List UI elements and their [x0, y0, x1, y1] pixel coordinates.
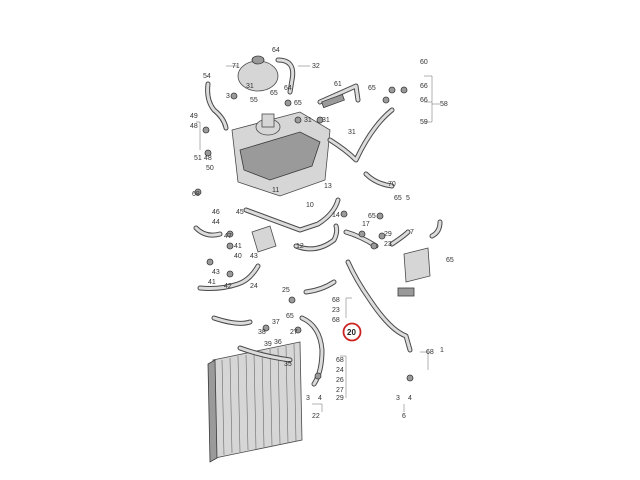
callout: 61: [334, 81, 342, 88]
callout: 24: [336, 367, 344, 374]
callout: 3: [226, 93, 230, 100]
callout: 70: [388, 181, 396, 188]
callout-labels: 71 64 32 54 31 3 65 55 64 65 31 31 49 48…: [190, 47, 454, 420]
callout: 6: [402, 413, 406, 420]
callout: 40: [234, 253, 242, 260]
callout: 14: [332, 212, 340, 219]
callout: 65: [446, 257, 454, 264]
callout: 36: [274, 339, 282, 346]
callout: 3: [396, 395, 400, 402]
callout: 49: [190, 113, 198, 120]
callout: 50: [206, 165, 214, 172]
callout: 7: [410, 229, 414, 236]
callout: 5: [406, 195, 410, 202]
callout: 59: [420, 119, 428, 126]
callout: 65: [368, 85, 376, 92]
callout: 23: [332, 307, 340, 314]
callout: 45: [236, 209, 244, 216]
callout: 35: [284, 361, 292, 368]
callout: 71: [232, 63, 240, 70]
callout: 13: [324, 183, 332, 190]
callout: 68: [332, 297, 340, 304]
coolant-flange: [251, 225, 277, 253]
callout: 41: [234, 243, 242, 250]
callout: 39: [264, 341, 272, 348]
highlighted-callout: 20: [347, 328, 356, 337]
callout: 29: [336, 395, 344, 402]
callout: 65: [368, 213, 376, 220]
callout: 68: [336, 357, 344, 364]
callout: 31: [348, 129, 356, 136]
callout: 64: [284, 85, 292, 92]
engine-block: [231, 111, 331, 197]
callout: 65: [270, 90, 278, 97]
callout: 46: [212, 209, 220, 216]
callout: 55: [250, 97, 258, 104]
oil-cooler: [403, 247, 431, 283]
callout: 27: [290, 329, 298, 336]
callout: 48: [204, 155, 212, 162]
callout: 4: [318, 395, 322, 402]
callout: 27: [336, 387, 344, 394]
callout: 1: [440, 347, 444, 354]
callout: 65: [394, 195, 402, 202]
callout: 47: [224, 233, 232, 240]
callout: 48: [190, 123, 198, 130]
callout: 43: [212, 269, 220, 276]
callout: 24: [250, 283, 258, 290]
callout: 10: [306, 202, 314, 209]
coolant-hoses: [193, 57, 443, 387]
callout: 41: [208, 279, 216, 286]
callout: 31: [304, 117, 312, 124]
callout: 11: [272, 187, 279, 194]
callout: 51: [194, 155, 202, 162]
callout: 58: [440, 101, 448, 108]
callout: 4: [408, 395, 412, 402]
callout: 22: [312, 413, 320, 420]
callout: 12: [296, 243, 304, 250]
callout: 31: [322, 117, 330, 124]
callout: 26: [336, 377, 344, 384]
clamps-and-fittings: [194, 86, 415, 382]
callout: 29: [384, 231, 392, 238]
callout: 32: [312, 63, 320, 70]
callout: 60: [420, 59, 428, 66]
callout: 37: [272, 319, 280, 326]
callout: 64: [272, 47, 280, 54]
callout: 66: [420, 83, 428, 90]
callout: 3: [306, 395, 310, 402]
callout: 65: [294, 100, 302, 107]
callout: 65: [286, 313, 294, 320]
leader-lines: [196, 65, 440, 412]
callout: 38: [258, 329, 266, 336]
callout: 23: [384, 241, 392, 248]
expansion-tank: [237, 55, 279, 92]
callout: 68: [192, 191, 200, 198]
callout: 66: [420, 97, 428, 104]
radiator: [207, 341, 303, 463]
callout: 42: [224, 283, 232, 290]
callout: 54: [203, 73, 211, 80]
callout: 68: [426, 349, 434, 356]
callout: 17: [362, 221, 370, 228]
highlight-ring: [342, 322, 362, 342]
callout: 68: [332, 317, 340, 324]
callout: 43: [250, 253, 258, 260]
callout: 44: [212, 219, 220, 226]
callout: 25: [282, 287, 290, 294]
callout: 31: [246, 83, 254, 90]
